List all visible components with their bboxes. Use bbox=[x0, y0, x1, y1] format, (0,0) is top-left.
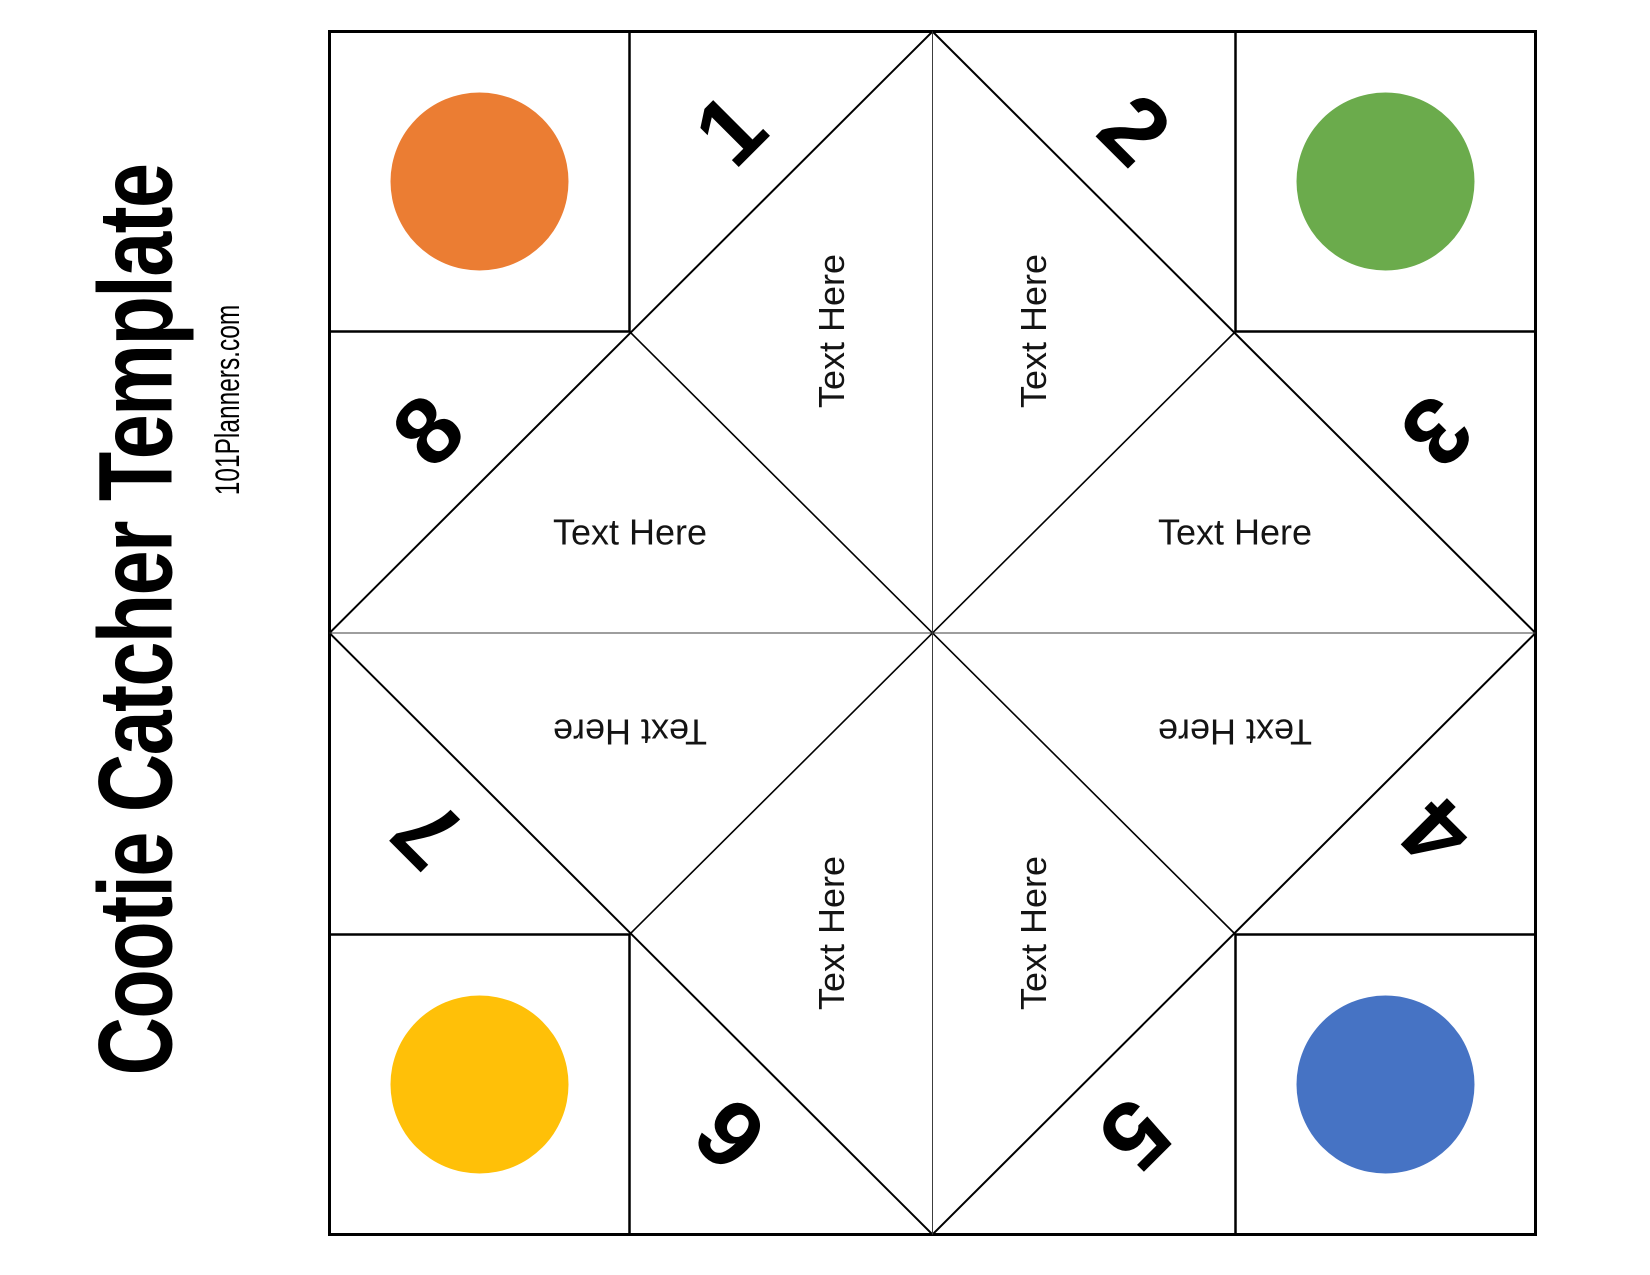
flap-number-3: 3 bbox=[1380, 375, 1492, 487]
corner-square-top-right bbox=[1234, 30, 1537, 333]
text-here-placeholder-right-lower[interactable]: Text Here bbox=[1158, 712, 1312, 753]
text-here-placeholder-top-left[interactable]: Text Here bbox=[811, 254, 852, 408]
website-url: 101Planners.com bbox=[209, 305, 247, 495]
text-here-placeholder-right-upper[interactable]: Text Here bbox=[1158, 512, 1312, 553]
text-here-placeholder-left-lower[interactable]: Text Here bbox=[553, 712, 707, 753]
flap-number-6: 6 bbox=[674, 1078, 786, 1190]
flap-number-2: 2 bbox=[1078, 74, 1190, 186]
flap-number-8: 8 bbox=[372, 375, 484, 487]
flap-number-1: 1 bbox=[674, 74, 786, 186]
flap-number-4: 4 bbox=[1380, 777, 1492, 889]
color-dot-yellow bbox=[390, 995, 569, 1174]
flap-number-7: 7 bbox=[372, 777, 484, 889]
color-dot-blue bbox=[1296, 995, 1475, 1174]
color-dot-green bbox=[1296, 92, 1475, 271]
text-here-placeholder-left-upper[interactable]: Text Here bbox=[553, 512, 707, 553]
corner-square-bottom-left bbox=[328, 933, 631, 1236]
corner-square-bottom-right bbox=[1234, 933, 1537, 1236]
color-dot-orange bbox=[390, 92, 569, 271]
text-here-placeholder-top-right[interactable]: Text Here bbox=[1013, 254, 1054, 408]
text-here-placeholder-bottom-right[interactable]: Text Here bbox=[1013, 856, 1054, 1010]
page-title: Cootie Catcher Template bbox=[76, 165, 194, 1076]
text-here-placeholder-bottom-left[interactable]: Text Here bbox=[811, 856, 852, 1010]
corner-square-top-left bbox=[328, 30, 631, 333]
flap-number-5: 5 bbox=[1078, 1078, 1190, 1190]
